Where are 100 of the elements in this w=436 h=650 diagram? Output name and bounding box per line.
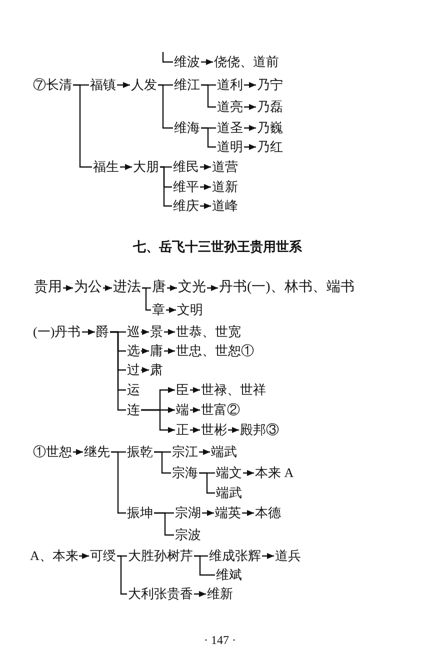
person-name: 维斌 [216, 567, 242, 583]
arrow [200, 184, 211, 190]
arrow [202, 510, 214, 516]
tree-branch-line [162, 52, 173, 63]
arrow [262, 553, 274, 559]
tree-branch-line [158, 84, 173, 129]
person-name: 维波 [174, 54, 200, 70]
arrow [190, 407, 200, 413]
person-name: 文明 [177, 302, 203, 318]
person-name: 维平 [173, 179, 199, 195]
person-name: 宗江 [172, 444, 198, 460]
tree-branch-line [73, 84, 92, 168]
tree-branch-line [201, 127, 216, 148]
person-name: 道兵 [275, 548, 301, 564]
person-name: 继先 [84, 444, 110, 460]
person-name: 可绶 [90, 548, 116, 564]
person-name: 为公 [74, 279, 102, 297]
person-name: 丹书(一)、林书、端书 [219, 279, 354, 297]
person-name: 章 [152, 302, 165, 318]
arrow [63, 285, 73, 291]
person-name: 道峰 [212, 198, 238, 214]
person-name: 道营 [212, 159, 238, 175]
arrow [141, 367, 149, 373]
arrow [120, 164, 132, 170]
tree-branch-line [117, 555, 127, 595]
arrow [82, 329, 95, 335]
person-name: 维庆 [173, 198, 199, 214]
arrow [200, 203, 211, 209]
person-name: 道圣 [217, 120, 243, 136]
person-name: 道明 [217, 139, 243, 155]
arrow [244, 144, 256, 150]
person-name: 臣 [176, 382, 189, 398]
arrow [166, 307, 176, 313]
person-name: 福镇 [90, 77, 116, 93]
person-name: 宗湖 [175, 505, 201, 521]
arrow [244, 125, 256, 131]
arrow [200, 164, 211, 170]
arrow [73, 449, 83, 455]
person-name: 道亮 [217, 99, 243, 115]
person-name: 端英 [215, 505, 241, 521]
arrow [141, 409, 175, 433]
person-name: 乃宁 [257, 77, 283, 93]
person-name: 世禄、世祥 [201, 382, 266, 398]
arrow [167, 285, 177, 291]
tree-branch-line [142, 287, 151, 311]
person-name: 本德 [255, 505, 281, 521]
arrow [228, 427, 239, 433]
person-name: 爵 [96, 324, 109, 340]
person-name: 本来 A [255, 465, 294, 481]
person-name: 侥侥、道前 [214, 54, 279, 70]
tree-branch-line [194, 555, 215, 576]
person-name: 振乾 [127, 444, 153, 460]
arrow [103, 285, 112, 291]
tree-branch-line [201, 84, 216, 108]
arrow [190, 427, 200, 433]
arrow [242, 510, 254, 516]
arrow [141, 348, 149, 354]
person-name: 巡 [127, 324, 140, 340]
tree-branch-line [154, 512, 174, 536]
person-name: 世彬 [201, 422, 227, 438]
arrow [201, 59, 213, 65]
tree-branch-line [160, 166, 172, 207]
person-name: 福生 [93, 159, 119, 175]
arrow [164, 348, 175, 354]
person-name: 唐 [152, 279, 166, 297]
person-name: 端武 [211, 444, 237, 460]
arrow [141, 329, 149, 335]
person-name: 乃磊 [257, 99, 283, 115]
arrow [243, 470, 254, 476]
tree-branch-line [110, 331, 126, 411]
person-name: 殿邦③ [240, 422, 279, 438]
person-name: 大朋 [133, 159, 159, 175]
person-name: 选 [127, 343, 140, 359]
arrow [194, 591, 206, 597]
person-name: 端武 [216, 485, 242, 501]
person-name: 乃巍 [257, 120, 283, 136]
person-name: 宗海 [172, 465, 198, 481]
person-name: 维民 [173, 159, 199, 175]
person-name: 进法 [113, 279, 141, 297]
page-number: · 147 · [204, 632, 236, 648]
arrow [244, 104, 256, 110]
person-name: ①世恕 [33, 444, 72, 460]
person-name: 振坤 [127, 505, 153, 521]
person-name: (一)丹书 [33, 324, 81, 340]
person-name: 世富② [201, 402, 240, 418]
person-name: 庸 [150, 343, 163, 359]
person-name: 大胜孙树芹 [128, 548, 193, 564]
person-name: A、本来 [30, 548, 78, 564]
person-name: 正 [176, 422, 189, 438]
tree-branch-line [199, 472, 215, 494]
person-name: 道利 [217, 77, 243, 93]
person-name: 大利张贵香 [128, 586, 193, 602]
person-name: 世忠、世恕① [176, 343, 254, 359]
person-name: 宗波 [175, 527, 201, 543]
person-name: 端文 [216, 465, 242, 481]
person-name: 文光 [178, 279, 206, 297]
person-name: 维新 [207, 586, 233, 602]
arrow [190, 387, 200, 393]
person-name: 肃 [150, 362, 163, 378]
person-name: 维江 [174, 77, 200, 93]
